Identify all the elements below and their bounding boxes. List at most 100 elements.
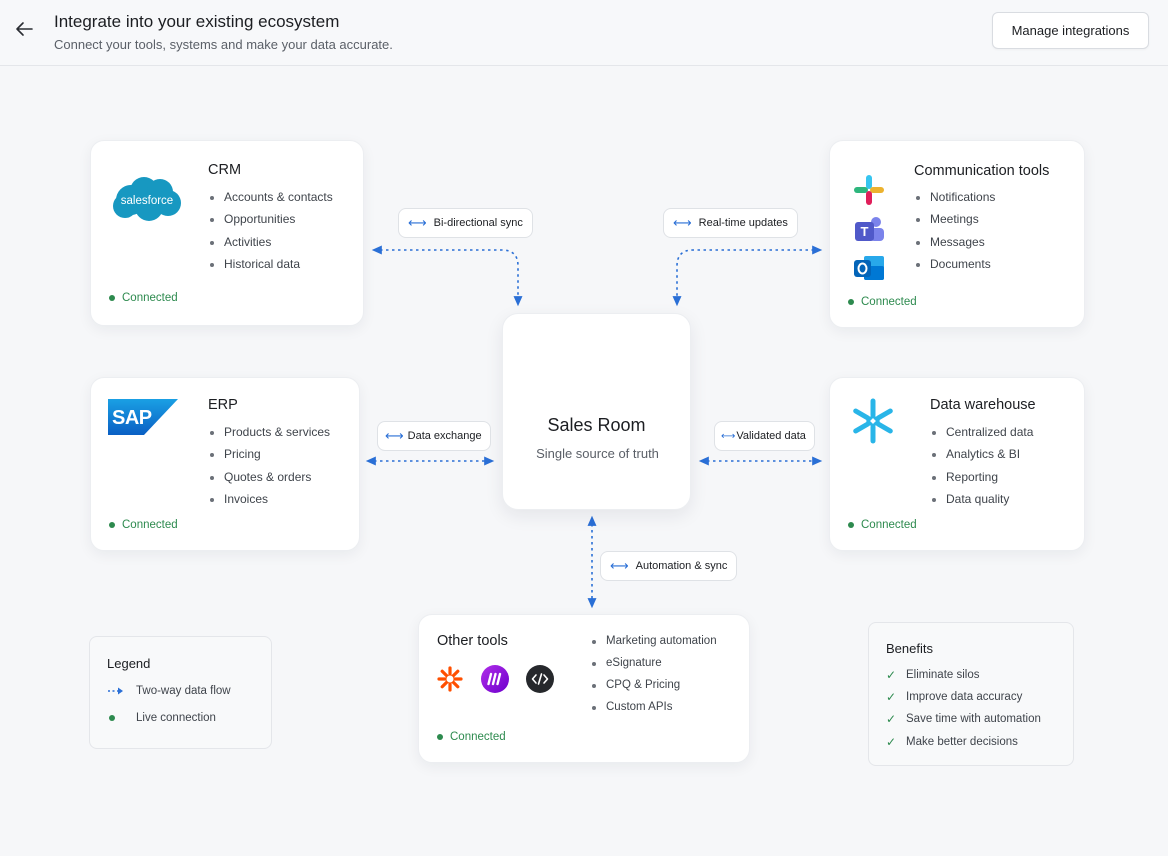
check-icon: ✓ [886, 690, 897, 705]
erp-title: ERP [208, 397, 238, 413]
list-item: Marketing automation [591, 630, 717, 652]
sales-room-hub[interactable]: Sales Room Single source of truth [502, 313, 691, 510]
list-item: Custom APIs [591, 696, 717, 718]
two-way-arrow-icon: ⟷ [610, 558, 629, 573]
data-warehouse-list: Centralized data Analytics & BI Reportin… [931, 421, 1033, 511]
data-warehouse-status: Connected [848, 519, 917, 531]
hub-subtitle: Single source of truth [536, 446, 659, 461]
list-item: Analytics & BI [931, 443, 1033, 465]
list-item: CPQ & Pricing [591, 674, 717, 696]
benefit-text: Make better decisions [906, 735, 1018, 748]
page-title: Integrate into your existing ecosystem [54, 12, 340, 31]
list-item: Opportunities [209, 208, 333, 230]
other-tools-card[interactable]: Other tools [418, 614, 750, 763]
other-tools-title: Other tools [437, 633, 508, 649]
connected-dot-icon [437, 734, 443, 740]
list-item: Messages [915, 231, 995, 253]
erp-card[interactable]: SAP ERP Products & services Pricing Quot… [90, 377, 360, 551]
list-item: ✓ Improve data accuracy [886, 686, 1041, 708]
flow-label-text: Real-time updates [698, 217, 788, 229]
list-item: Products & services [209, 421, 330, 443]
dashed-arrow-icon [108, 687, 123, 695]
list-item: Historical data [209, 253, 333, 275]
two-way-arrow-icon: ⟷ [673, 215, 692, 230]
crm-card[interactable]: salesforce CRM Accounts & contacts Oppor… [90, 140, 364, 326]
communication-status: Connected [848, 296, 917, 308]
legend-panel: Legend Two-way data flow Live connection [89, 636, 272, 749]
benefit-text: Eliminate silos [906, 669, 980, 681]
connected-dot-icon [109, 295, 115, 301]
salesforce-logo: salesforce [111, 174, 183, 229]
crm-status: Connected [109, 292, 178, 304]
list-item: ✓Save time with automation [886, 708, 1041, 730]
hub-title: Sales Room [547, 415, 646, 435]
list-item: Documents [915, 253, 995, 275]
teams-icon: T [852, 213, 886, 252]
back-arrow-icon[interactable] [12, 17, 36, 41]
erp-status: Connected [109, 519, 178, 531]
flow-label-bidirectional-sync: ⟷ Bi-directional sync [398, 208, 533, 238]
sap-logo: SAP [108, 399, 178, 440]
benefit-text: Save time with automation [906, 713, 1041, 726]
flow-label-real-time-updates: ⟷ Real-time updates [663, 208, 798, 238]
legend-title: Legend [107, 656, 151, 671]
flow-label-text: Data exchange [407, 430, 482, 442]
sap-logo-text: SAP [112, 407, 152, 429]
list-item: Quotes & orders [209, 466, 330, 488]
outlook-icon [852, 251, 886, 290]
top-bar: Integrate into your existing ecosystem C… [0, 0, 1168, 66]
list-item: eSignature [591, 652, 717, 674]
list-item: Meetings [915, 208, 995, 230]
slack-icon [852, 173, 886, 212]
list-item: Centralized data [931, 421, 1033, 443]
make-icon [480, 664, 510, 699]
list-item: ✓ Make better decisions [886, 731, 1041, 753]
communication-card[interactable]: T Communication tools Notifications Meet… [829, 140, 1085, 328]
list-item: Notifications [915, 186, 995, 208]
benefits-title: Benefits [886, 641, 933, 656]
status-text: Connected [861, 519, 917, 531]
status-text: Connected [122, 519, 178, 531]
flow-label-text: Bi-directional sync [433, 217, 523, 229]
connected-dot-icon [848, 299, 854, 305]
list-item: ✓ Eliminate silos [886, 664, 1041, 686]
list-item: Accounts & contacts [209, 186, 333, 208]
check-icon: ✓ [886, 734, 897, 749]
snowflake-icon [849, 397, 897, 450]
two-way-arrow-icon: ⟷ [385, 428, 404, 443]
benefit-text: Improve data accuracy [906, 691, 1023, 704]
communication-title: Communication tools [914, 163, 1050, 179]
flow-label-text: Validated data [736, 430, 806, 442]
page-subtitle: Connect your tools, systems and make you… [54, 37, 393, 52]
flow-label-automation-sync: ⟷ Automation & sync [600, 551, 738, 581]
list-item: Activities [209, 231, 333, 253]
data-warehouse-title: Data warehouse [930, 397, 1036, 413]
manage-integrations-button[interactable]: Manage integrations [992, 12, 1149, 49]
status-text: Connected [450, 731, 506, 743]
legend-live: Live connection [107, 712, 216, 724]
connected-dot-icon [109, 715, 115, 721]
zapier-icon [436, 665, 464, 698]
crm-list: Accounts & contacts Opportunities Activi… [209, 186, 333, 276]
flow-line-communication [672, 245, 823, 307]
other-tools-status: Connected [437, 731, 506, 743]
benefits-list: ✓Eliminate silos ✓Improve data accuracy … [886, 664, 1041, 753]
crm-title: CRM [208, 162, 242, 178]
legend-live-text: Live connection [136, 712, 216, 724]
legend-two-way: Two-way data flow [107, 685, 231, 697]
flow-label-data-exchange: ⟷ Data exchange [377, 421, 491, 451]
list-item: Pricing [209, 443, 330, 465]
list-item: Reporting [931, 466, 1033, 488]
connected-dot-icon [109, 522, 115, 528]
data-warehouse-card[interactable]: Data warehouse Centralized data Analytic… [829, 377, 1085, 551]
two-way-arrow-icon: ⟷ [408, 215, 427, 230]
list-item: Invoices [209, 488, 330, 510]
svg-text:T: T [861, 224, 869, 239]
flow-label-validated-data: ⟷ Validated data [714, 421, 815, 451]
two-way-arrow-icon: ⟷ [721, 430, 736, 442]
status-text: Connected [122, 292, 178, 304]
salesforce-logo-text: salesforce [121, 195, 173, 207]
check-icon: ✓ [886, 668, 897, 682]
status-text: Connected [861, 296, 917, 308]
legend-two-way-text: Two-way data flow [136, 685, 231, 697]
